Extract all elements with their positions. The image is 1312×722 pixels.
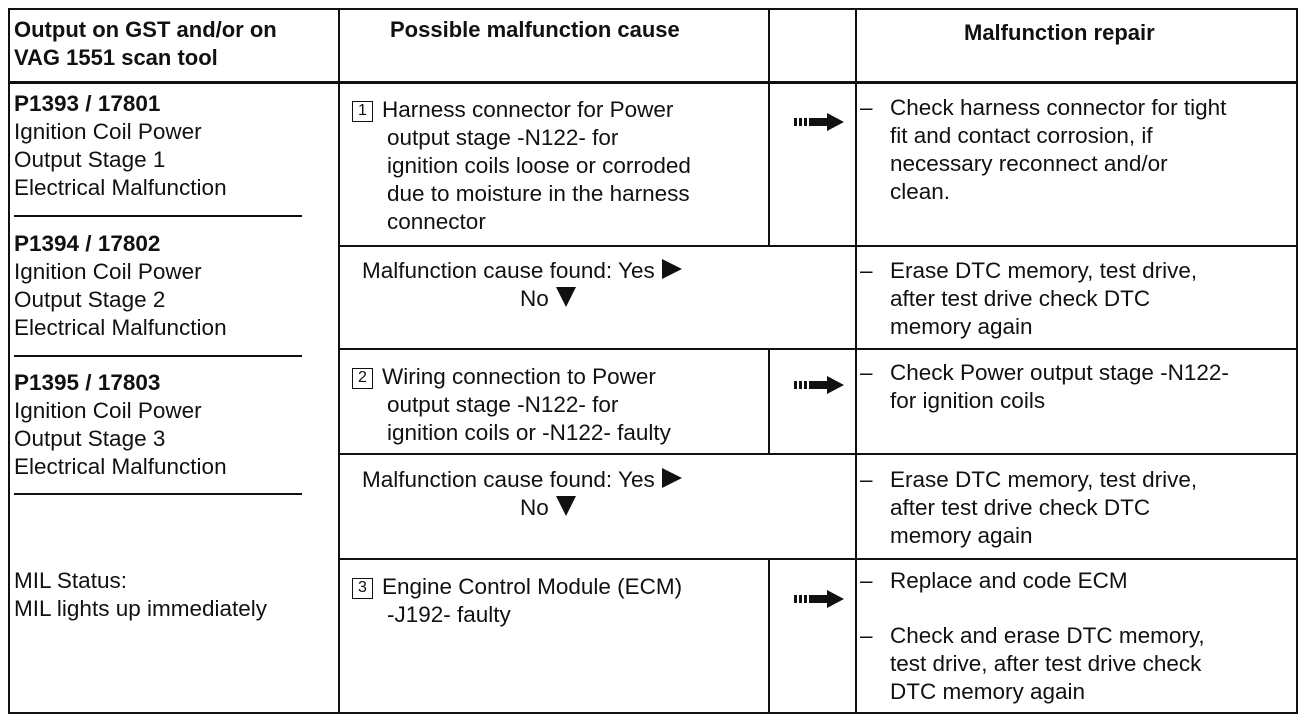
- step-number-box: 2: [352, 368, 373, 389]
- repair-line: Replace and code ECM: [890, 568, 1128, 593]
- cause-line: Wiring connection to Power: [382, 364, 656, 389]
- found-repair-1: – Erase DTC memory, test drive, after te…: [860, 257, 1197, 341]
- repair-line: DTC memory again: [890, 679, 1086, 704]
- cause-line: output stage -N122- for: [387, 392, 619, 417]
- step-2-cause: 2 Wiring connection to Power output stage…: [352, 363, 671, 447]
- code-separator-2: [14, 355, 302, 357]
- dtc-description: Output Stage 1: [14, 147, 166, 172]
- diagnostic-table: [8, 8, 1298, 714]
- dtc-description: Electrical Malfunction: [14, 315, 227, 340]
- triangle-right-icon: [661, 468, 682, 488]
- header-cause: Possible malfunction cause: [390, 17, 680, 42]
- step-3-cause: 3 Engine Control Module (ECM) -J192- faul…: [352, 573, 682, 629]
- found-yes-1: Malfunction cause found: Yes: [362, 257, 683, 285]
- column-divider-2-step3: [768, 560, 770, 714]
- repair-line: memory again: [890, 523, 1033, 548]
- triangle-right-icon: [661, 259, 682, 279]
- dash-bullet: –: [860, 623, 873, 648]
- dtc-description: Ignition Coil Power: [14, 119, 202, 144]
- code-block-3: P1395 / 17803 Ignition Coil Power Output…: [14, 369, 227, 481]
- dash-bullet: –: [860, 467, 873, 492]
- repair-line: after test drive check DTC: [890, 495, 1151, 520]
- code-block-2: P1394 / 17802 Ignition Coil Power Output…: [14, 230, 227, 342]
- step-number-box: 3: [352, 578, 373, 599]
- header-output: Output on GST and/or on VAG 1551 scan to…: [14, 16, 277, 72]
- dash-bullet: –: [860, 95, 873, 120]
- dtc-description: Ignition Coil Power: [14, 398, 202, 423]
- dtc-code: P1393 / 17801: [14, 91, 161, 116]
- right-arrow-icon: [794, 113, 846, 131]
- found-yes-label: Malfunction cause found: Yes: [362, 467, 655, 492]
- repair-line: necessary reconnect and/or: [890, 151, 1168, 176]
- header-repair: Malfunction repair: [964, 20, 1155, 45]
- repair-line: Erase DTC memory, test drive,: [890, 258, 1198, 283]
- repair-line: Erase DTC memory, test drive,: [890, 467, 1198, 492]
- step-3-repair-1: – Replace and code ECM: [860, 567, 1128, 595]
- repair-line: memory again: [890, 314, 1033, 339]
- cause-line: connector: [387, 209, 486, 234]
- cause-line: -J192- faulty: [387, 602, 511, 627]
- header-output-line1: Output on GST and/or on: [14, 17, 277, 42]
- header-bottom-rule: [8, 81, 1298, 84]
- found-no-label: No: [520, 495, 549, 520]
- column-divider-3: [855, 8, 857, 714]
- found-no-2: No: [520, 494, 577, 522]
- step-1-cause: 1 Harness connector for Power output stag…: [352, 96, 691, 236]
- found-no-1: No: [520, 285, 577, 313]
- right-arrow-icon: [794, 590, 846, 608]
- dtc-description: Output Stage 2: [14, 287, 166, 312]
- step-number-box: 1: [352, 101, 373, 122]
- cause-line: Engine Control Module (ECM): [382, 574, 683, 599]
- cause-line: due to moisture in the harness: [387, 181, 690, 206]
- row-rule-1: [338, 245, 1298, 247]
- repair-line: Check Power output stage -N122-: [890, 360, 1229, 385]
- step-3-repair-2: – Check and erase DTC memory, test drive…: [860, 622, 1205, 706]
- row-rule-3: [338, 453, 1298, 455]
- mil-status: MIL Status: MIL lights up immediately: [14, 567, 267, 623]
- repair-line: clean.: [890, 179, 951, 204]
- column-divider-2-step2: [768, 350, 770, 455]
- header-output-line2: VAG 1551 scan tool: [14, 45, 218, 70]
- dtc-description: Ignition Coil Power: [14, 259, 202, 284]
- dtc-code: P1394 / 17802: [14, 231, 161, 256]
- repair-line: test drive, after test drive check: [890, 651, 1202, 676]
- found-no-label: No: [520, 286, 549, 311]
- dtc-description: Electrical Malfunction: [14, 175, 227, 200]
- dash-bullet: –: [860, 258, 873, 283]
- code-separator-1: [14, 215, 302, 217]
- mil-status-label: MIL Status:: [14, 568, 127, 593]
- code-block-1: P1393 / 17801 Ignition Coil Power Output…: [14, 90, 227, 202]
- code-separator-3: [14, 493, 302, 495]
- column-divider-1: [338, 8, 340, 714]
- column-divider-2-step1: [768, 84, 770, 246]
- dash-bullet: –: [860, 568, 873, 593]
- repair-line: Check harness connector for tight: [890, 95, 1227, 120]
- cause-line: Harness connector for Power: [382, 97, 674, 122]
- found-yes-label: Malfunction cause found: Yes: [362, 258, 655, 283]
- column-divider-2-header: [768, 8, 770, 82]
- dtc-code: P1395 / 17803: [14, 370, 161, 395]
- row-rule-2: [338, 348, 1298, 350]
- cause-line: ignition coils loose or corroded: [387, 153, 691, 178]
- repair-line: Check and erase DTC memory,: [890, 623, 1205, 648]
- repair-line: for ignition coils: [890, 388, 1046, 413]
- dtc-description: Electrical Malfunction: [14, 454, 227, 479]
- mil-status-value: MIL lights up immediately: [14, 596, 268, 621]
- step-1-repair: – Check harness connector for tight fit …: [860, 94, 1226, 206]
- cause-line: ignition coils or -N122- faulty: [387, 420, 671, 445]
- step-2-repair: – Check Power output stage -N122- for ig…: [860, 359, 1229, 415]
- repair-line: after test drive check DTC: [890, 286, 1151, 311]
- triangle-down-icon: [555, 496, 576, 516]
- repair-line: fit and contact corrosion, if: [890, 123, 1153, 148]
- cause-line: output stage -N122- for: [387, 125, 619, 150]
- dtc-description: Output Stage 3: [14, 426, 166, 451]
- found-repair-2: – Erase DTC memory, test drive, after te…: [860, 466, 1197, 550]
- row-rule-4: [338, 558, 1298, 560]
- dash-bullet: –: [860, 360, 873, 385]
- found-yes-2: Malfunction cause found: Yes: [362, 466, 683, 494]
- right-arrow-icon: [794, 376, 846, 394]
- triangle-down-icon: [555, 287, 576, 307]
